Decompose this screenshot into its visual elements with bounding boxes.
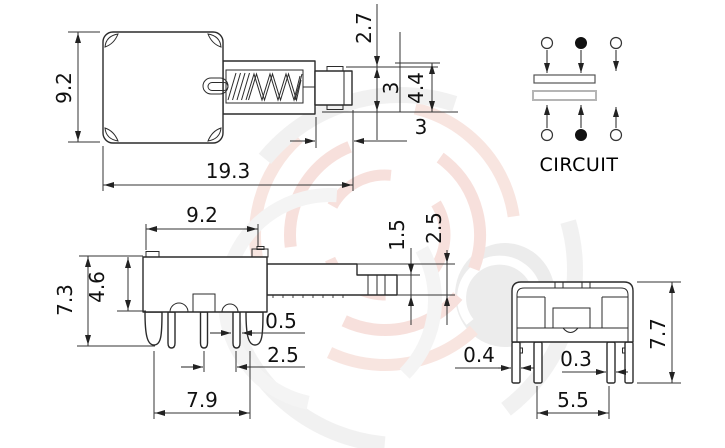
dim-end-pin-span: 5.5 (557, 388, 589, 412)
plunger-tab-top (326, 66, 344, 72)
terminal-common (575, 37, 587, 49)
dim-top-height: 9.2 (52, 72, 76, 104)
terminal-pin (624, 341, 634, 384)
terminal-open (609, 36, 623, 50)
mount-leg (245, 311, 264, 346)
terminal-pin (533, 341, 543, 384)
arm-serration (272, 295, 344, 298)
dim-end-height: 7.7 (646, 318, 670, 350)
plunger-tab-bottom (326, 104, 344, 110)
contact-bar-moving (532, 90, 597, 101)
detent-bump (562, 327, 579, 333)
dim-knob-drop: 1.5 (385, 219, 409, 251)
base-boss (192, 293, 216, 313)
mount-leg (144, 311, 163, 346)
terminal-pin (167, 311, 176, 349)
dim-plunger-height: 3 (379, 82, 403, 95)
dim-side-height: 7.3 (53, 284, 77, 316)
dim-top-length: 19.3 (206, 159, 251, 183)
terminal-open (609, 128, 623, 142)
body-tab (251, 248, 269, 258)
circuit-diagram: CIRCUIT (532, 36, 623, 176)
switch-body-top (102, 31, 224, 144)
top-view: 9.2 19.3 2.7 3 4.4 3 (52, 4, 458, 191)
terminal-common (575, 129, 587, 141)
dim-side-width: 9.2 (186, 203, 218, 227)
corner-detail (207, 33, 222, 48)
dim-pin-width: 0.5 (265, 309, 297, 333)
terminal-pin (606, 341, 616, 384)
body-tab (145, 251, 160, 258)
spring-anchor-inner (207, 82, 229, 91)
switch-body-end (511, 281, 634, 343)
end-view: 7.7 0.4 0.3 5.5 (455, 281, 681, 419)
dim-pin-pitch: 2.5 (267, 343, 299, 367)
circuit-label: CIRCUIT (539, 154, 618, 176)
dim-body-height: 4.6 (85, 271, 109, 303)
contact-bar (533, 74, 596, 84)
corner-detail (207, 127, 222, 142)
dim-plunger-offset: 2.7 (352, 12, 376, 44)
terminal-open (540, 128, 554, 142)
dim-outer-pin-width: 0.4 (463, 343, 495, 367)
dim-arm-height: 2.5 (422, 212, 446, 244)
switch-body-side (142, 256, 268, 313)
dim-pin-span: 7.9 (186, 388, 218, 412)
terminal-pin (511, 341, 521, 384)
body-tab-notch (256, 246, 265, 250)
side-view: 9.2 7.3 4.6 0.5 2.5 7.9 (53, 203, 455, 419)
terminal-pin (232, 311, 241, 349)
dim-plunger-length: 3 (415, 115, 428, 139)
terminal-open (540, 36, 554, 50)
corner-detail (104, 127, 119, 142)
base-bump (169, 302, 189, 313)
dim-inner-pin-width: 0.3 (560, 347, 592, 371)
actuator-window (552, 307, 591, 329)
dim-shaft-height: 4.4 (404, 72, 428, 104)
spring-housing (222, 60, 316, 115)
body-inner-outline (516, 287, 629, 342)
corner-detail (104, 33, 119, 48)
plunger (314, 70, 353, 106)
base-bump (221, 303, 239, 313)
terminal-pin (199, 311, 209, 349)
spring (227, 72, 303, 102)
